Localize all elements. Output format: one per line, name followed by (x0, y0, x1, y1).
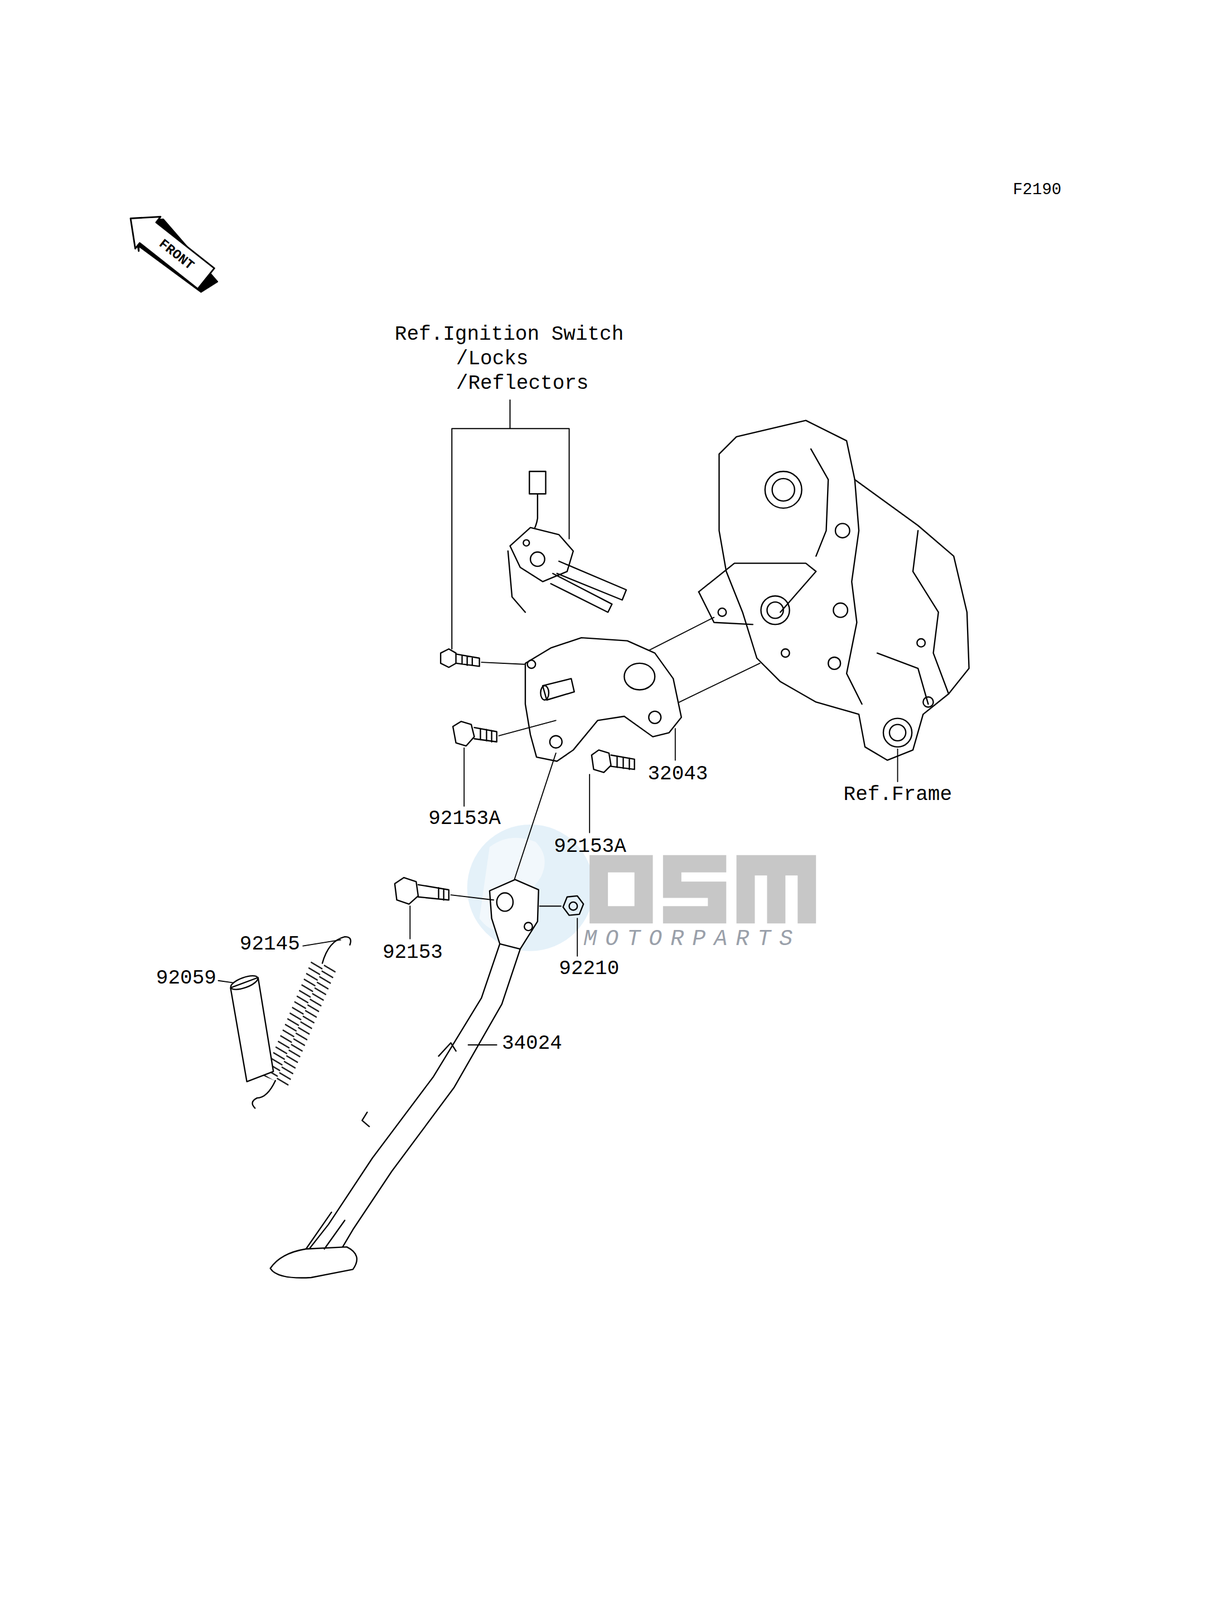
nut (539, 895, 584, 916)
flange-bolt (591, 749, 635, 772)
front-arrow (130, 216, 217, 293)
callout-number: 92153A (428, 808, 501, 829)
callout-number: 92059 (156, 968, 217, 989)
sidestand (270, 879, 539, 1278)
leader-line (510, 752, 557, 893)
leader-line (218, 728, 898, 1045)
stand-bracket (525, 637, 682, 761)
spring (252, 936, 351, 1108)
callout-number: 92210 (558, 958, 620, 979)
callout-number: 34024 (501, 1033, 563, 1054)
callout-number: 92153 (382, 942, 443, 963)
frame (698, 420, 970, 761)
watermark-logo (467, 824, 817, 951)
callout-number: 92145 (239, 934, 301, 955)
flange-bolt (452, 719, 557, 746)
pivot-bolt (394, 877, 494, 905)
figure-code: F2190 (1012, 181, 1062, 198)
reference-note: Ref.Ignition Switch /Locks /Reflectors (394, 322, 635, 396)
callout-number: 32043 (647, 764, 708, 785)
ignition-switch (508, 471, 627, 612)
callout-number: 92153A (553, 836, 627, 857)
reference-bracket (451, 399, 569, 649)
reference-note: Ref.Frame (843, 784, 952, 805)
bolt (440, 648, 525, 667)
sleeve (229, 972, 274, 1082)
watermark: MOTORPARTS (583, 927, 801, 951)
